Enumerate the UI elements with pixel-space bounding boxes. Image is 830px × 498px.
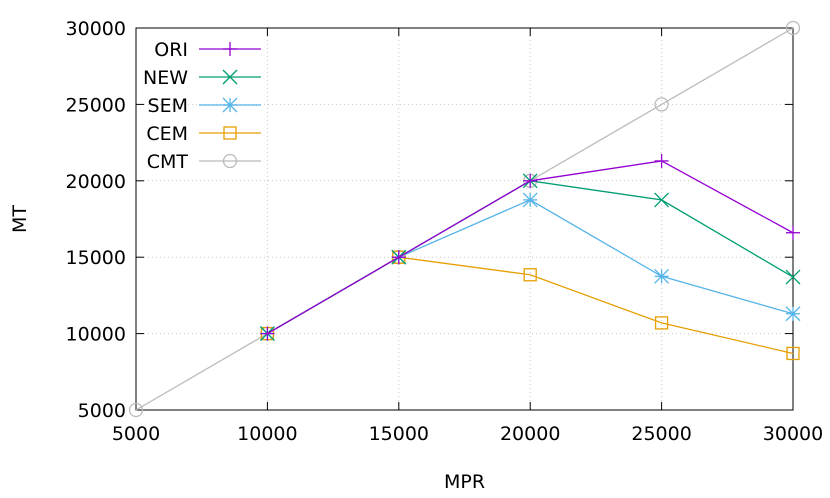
x-tick-label: 25000 (631, 423, 691, 445)
legend-label-cem: CEM (146, 123, 188, 145)
y-tick-label: 15000 (66, 247, 126, 269)
data-point-ori (523, 173, 538, 188)
legend-item-ori: ORI (154, 39, 261, 61)
data-point-cem (786, 346, 800, 361)
x-tick-label: 30000 (763, 423, 823, 445)
grid (136, 28, 793, 410)
marker-stroke (522, 192, 538, 208)
marker-stroke (222, 97, 238, 113)
legend-label-cmt: CMT (147, 151, 189, 173)
y-tick-label: 30000 (66, 18, 126, 40)
marker-stroke (654, 268, 670, 284)
series-line-sem (267, 199, 794, 335)
legend-item-cem: CEM (146, 123, 261, 145)
x-tick-label: 5000 (112, 423, 160, 445)
marker-shape (654, 97, 669, 112)
x-tick-label: 10000 (237, 423, 297, 445)
legend-marker-ori (223, 42, 237, 56)
series-sem (259, 192, 801, 342)
x-tick-label: 20000 (500, 423, 560, 445)
marker-shape (785, 20, 801, 36)
series-cem (260, 250, 800, 361)
data-point-sem (522, 192, 538, 208)
x-tick-label: 15000 (369, 423, 429, 445)
axis-ticks: 5000 10000 15000 20000 25000 30000 5000 10000 15… (66, 18, 824, 445)
marker-stroke (785, 269, 801, 285)
data-point-ori (260, 326, 275, 341)
data-point-cmt (785, 20, 801, 36)
legend-marker-cmt (222, 153, 238, 169)
marker-stroke (654, 192, 670, 208)
legend-marker-new (222, 69, 238, 85)
y-axis-title: MT (9, 205, 31, 233)
y-tick-label: 5000 (78, 400, 126, 422)
marker-shape (223, 126, 237, 140)
legend: ORI NEW SEM CEM CMT (143, 39, 261, 173)
legend-label-sem: SEM (148, 95, 188, 117)
legend-label-new: NEW (143, 67, 188, 89)
series-ori (260, 153, 800, 341)
series-line-cem (267, 256, 794, 355)
legend-item-new: NEW (143, 67, 261, 89)
marker-shape (786, 346, 800, 361)
x-axis-title: MPR (444, 471, 485, 493)
data-point-ori (391, 250, 406, 265)
marker-shape (654, 316, 669, 330)
data-point-cmt (128, 402, 144, 418)
marker-shape (222, 153, 238, 169)
legend-label-ori: ORI (154, 39, 188, 61)
data-point-sem (785, 306, 801, 322)
legend-item-sem: SEM (148, 95, 261, 117)
marker-stroke (222, 69, 238, 85)
marker-shape (128, 402, 144, 418)
data-point-new (654, 192, 670, 208)
data-point-cem (523, 268, 537, 282)
plot-frame (135, 27, 794, 411)
data-point-sem (654, 268, 670, 284)
data-point-cem (654, 316, 669, 330)
legend-marker-cem (223, 126, 237, 140)
y-tick-label: 20000 (66, 171, 126, 193)
series (128, 20, 801, 418)
data-point-ori (654, 153, 669, 168)
legend-item-cmt: CMT (147, 151, 261, 173)
data-point-cmt (654, 97, 669, 112)
data-point-ori (786, 225, 800, 240)
y-tick-label: 10000 (66, 324, 126, 346)
marker-stroke (785, 306, 801, 322)
y-tick-label: 25000 (66, 94, 126, 116)
marker-shape (523, 268, 537, 282)
legend-marker-sem (222, 97, 238, 113)
data-point-new (785, 269, 801, 285)
